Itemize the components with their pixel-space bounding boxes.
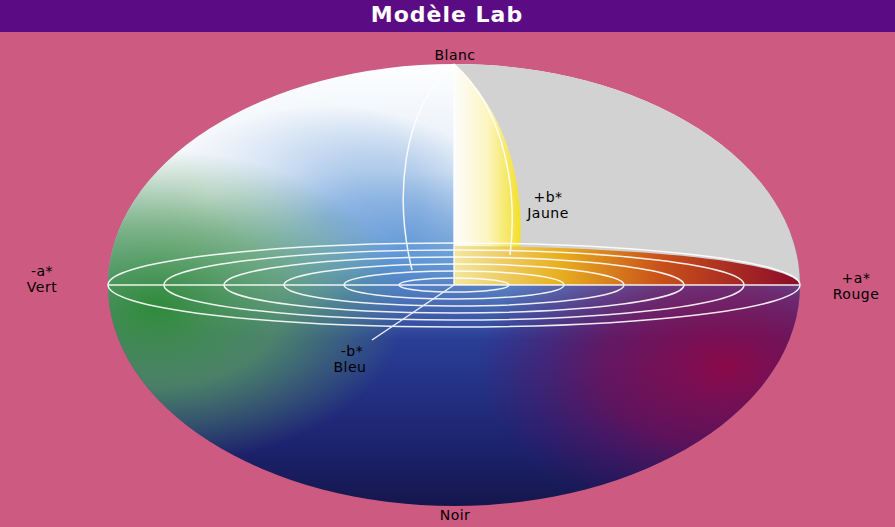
axis-label: Jaune [527,206,569,221]
axis-label: Blanc [434,48,475,63]
axis-label: +a* [842,271,871,286]
title-text: Modèle Lab [371,3,523,27]
axis-label: Rouge [833,287,880,302]
axis-label: Noir [440,508,471,523]
axis-label: Vert [27,280,57,295]
axis-label: Bleu [334,360,367,375]
axis-label: +b* [533,190,562,205]
axis-label: -b* [341,344,363,359]
axis-label: -a* [31,264,53,279]
